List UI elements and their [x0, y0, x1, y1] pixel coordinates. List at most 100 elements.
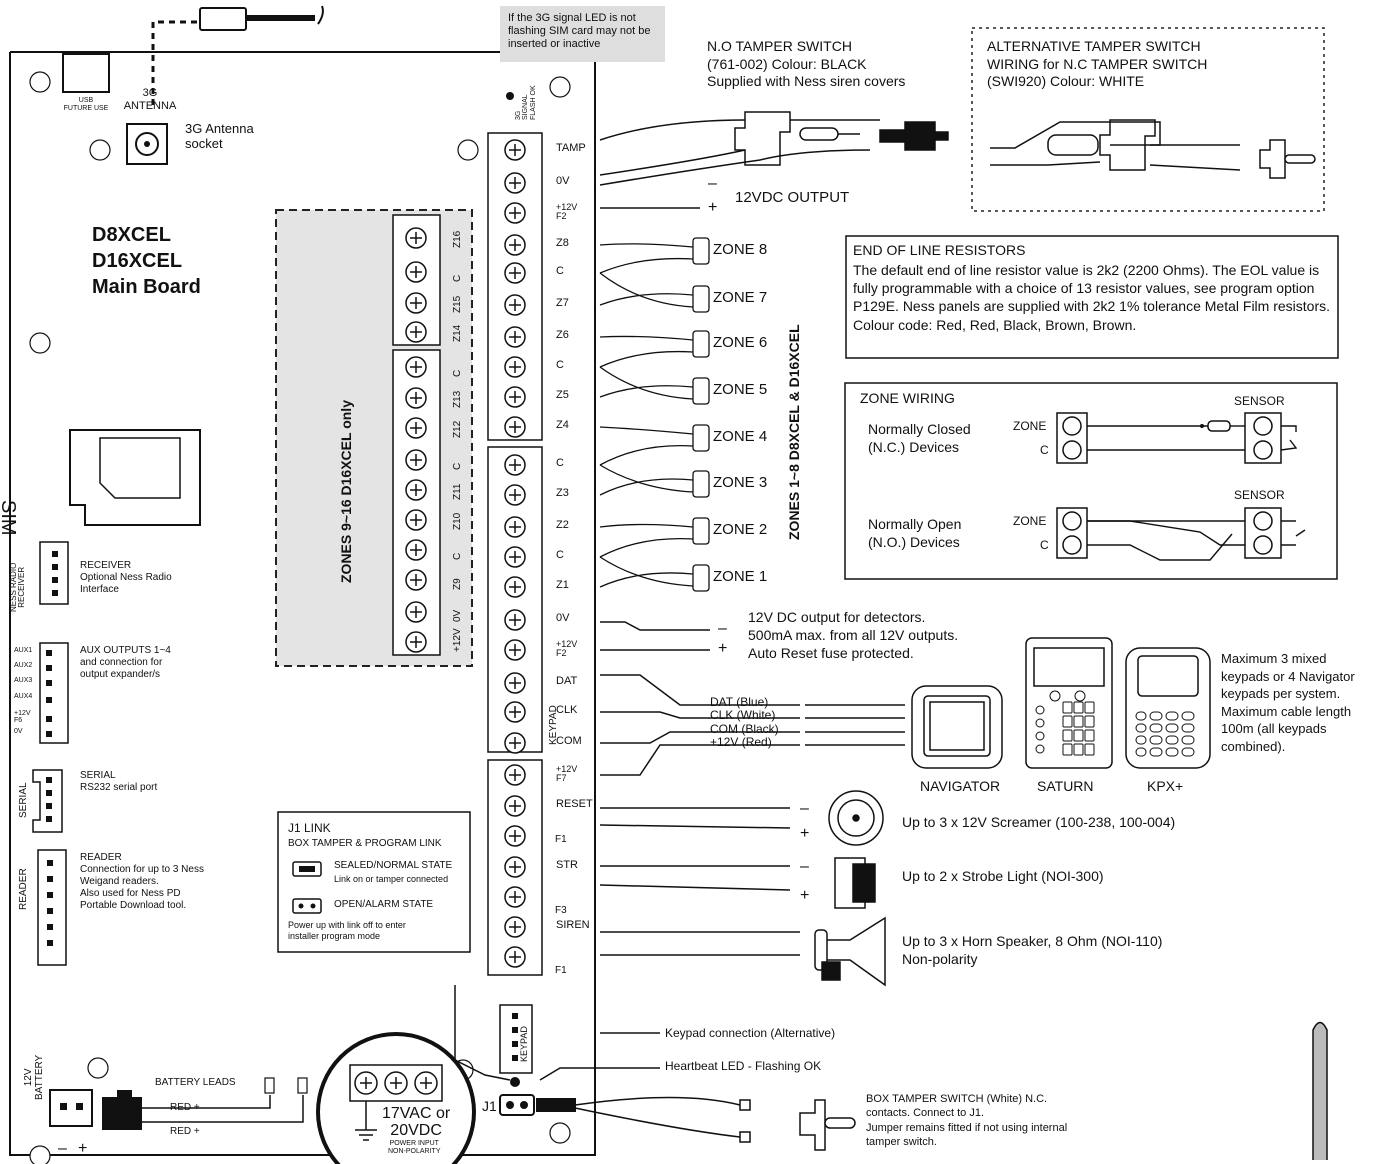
left-terminal-label: Z10 — [452, 512, 463, 530]
right-terminal-label: DAT — [556, 675, 578, 687]
keypad-key — [1165, 723, 1179, 733]
eol-resistor — [692, 330, 710, 358]
left-terminal-label: C — [452, 552, 463, 560]
no-zone-label: ZONE — [1013, 514, 1047, 528]
signal-note: If the 3G signal LED is not flashing SIM… — [500, 6, 665, 62]
eol-resistor — [692, 470, 710, 498]
usb-port — [62, 53, 110, 93]
keypad-key — [1084, 729, 1095, 742]
right-terminal-label: 0V — [556, 175, 570, 187]
signal-led-label: 3G SIGNAL FLASH OK — [515, 85, 537, 120]
keypad-key — [1181, 723, 1195, 733]
keypad-key — [1149, 723, 1163, 733]
board-title-3: Main Board — [92, 276, 201, 298]
zones-9-16-label: ZONES 9~16 D16XCEL only — [338, 400, 354, 583]
aux-pin-label: AUX1 — [14, 647, 33, 654]
zone-wire — [599, 257, 694, 274]
battery-label: 12V BATTERY — [23, 1054, 45, 1100]
plus-sign-4: + — [800, 887, 810, 904]
right-terminal-label: CLK — [556, 704, 578, 716]
zones-1-8-label: ZONES 1~8 D8XCEL & D16XCEL — [786, 324, 802, 540]
output-strobe: Up to 2 x Strobe Light (NOI-300) — [902, 868, 1104, 884]
zone-wiring-title: ZONE WIRING — [860, 390, 955, 406]
aux-pin-label: AUX3 — [14, 677, 33, 684]
aux-pin-label: 0V — [14, 728, 23, 735]
j1-note: Power up with link off to enter installe… — [288, 920, 406, 942]
eol-resistor — [692, 517, 710, 545]
battery-leads-label: BATTERY LEADS — [155, 1077, 236, 1088]
receiver-text: RECEIVER Optional Ness Radio Interface — [80, 560, 172, 595]
antenna-label: 3G ANTENNA — [123, 87, 177, 112]
keypad-key — [1035, 705, 1045, 715]
keypad-key — [1181, 735, 1195, 745]
keypad-wire-label: COM (Black) — [710, 722, 779, 736]
keypad-wire-label: DAT (Blue) — [710, 695, 769, 709]
eol-resistor — [692, 285, 710, 313]
keypad-key — [1073, 729, 1084, 742]
keypad-key — [1062, 729, 1073, 742]
keypad-key — [1135, 711, 1147, 721]
keypad-key — [1135, 747, 1147, 757]
left-terminal-label: Z11 — [452, 483, 463, 501]
zone-label: ZONE 1 — [713, 568, 768, 585]
j1-label: J1 — [482, 1098, 497, 1114]
keypad-key — [1073, 701, 1084, 714]
zone-label: ZONE 6 — [713, 334, 768, 351]
zone-label: ZONE 4 — [713, 428, 768, 445]
keypad-connector-label: KEYPAD — [519, 1026, 529, 1062]
fuse-siren-label: F1 — [555, 965, 567, 976]
keypad-key — [1035, 744, 1045, 754]
left-terminal-label: Z15 — [452, 295, 463, 313]
aux-text: AUX OUTPUTS 1~4 and connection for outpu… — [80, 645, 171, 680]
zone-label: ZONE 3 — [713, 474, 768, 491]
minus-sign-4: – — [800, 858, 809, 875]
zone-label: ZONE 5 — [713, 381, 768, 398]
nc-devices-label: Normally Closed (N.C.) Devices — [868, 421, 971, 456]
keypad-key — [1149, 711, 1163, 721]
zone-wire — [599, 445, 694, 466]
zone-wire — [599, 243, 694, 248]
left-terminal-label: C — [452, 274, 463, 282]
nc-sensor-label: SENSOR — [1234, 394, 1285, 408]
zone-wire — [599, 272, 694, 308]
plus-sign-3: + — [800, 825, 810, 842]
right-terminal-label: SIREN — [556, 919, 590, 931]
zone-wire — [599, 523, 694, 528]
zone-label: ZONE 2 — [713, 521, 768, 538]
right-terminal-label: TAMP — [556, 142, 586, 154]
right-terminal-label: +12V F7 — [556, 764, 578, 783]
zone-wire — [599, 572, 694, 588]
keypad-key — [1062, 715, 1073, 728]
keypad-key — [1149, 747, 1163, 757]
right-terminal-label: STR — [556, 859, 578, 871]
left-terminal-label: +12V — [452, 628, 463, 652]
right-terminal-label: Z6 — [556, 329, 569, 341]
keypad-key — [1084, 715, 1095, 728]
j1-subtitle: BOX TAMPER & PROGRAM LINK — [288, 838, 442, 849]
plus-sign-2: + — [718, 640, 728, 657]
zone-label: ZONE 7 — [713, 289, 768, 306]
keypad-key — [1165, 711, 1179, 721]
right-terminal-label: RESET — [556, 798, 593, 810]
keypad-key — [1135, 735, 1147, 745]
keypad-key — [1073, 715, 1084, 728]
zone-wire — [599, 335, 694, 341]
right-terminal-label: Z2 — [556, 519, 569, 531]
zone-wire — [599, 537, 694, 558]
battery-red-2: RED + — [170, 1126, 200, 1137]
output-screamer: Up to 3 x 12V Screamer (100-238, 100-004… — [902, 814, 1176, 830]
battery-red-1: RED + — [170, 1102, 200, 1113]
keypad-key — [1062, 743, 1073, 756]
output-horn: Up to 3 x Horn Speaker, 8 Ohm (NOI-110) … — [902, 933, 1163, 968]
eol-resistor — [692, 564, 710, 592]
keypad-name-navigator: NAVIGATOR — [920, 778, 1001, 794]
antenna-connector — [199, 7, 247, 31]
keypad-key — [1035, 718, 1045, 728]
keypad-key — [1049, 690, 1061, 702]
right-terminal-label: 0V — [556, 612, 570, 624]
no-devices-label: Normally Open (N.O.) Devices — [868, 516, 962, 551]
keypad-key — [1074, 690, 1086, 702]
zone-wire — [599, 426, 694, 435]
j1-title: J1 LINK — [288, 821, 331, 835]
